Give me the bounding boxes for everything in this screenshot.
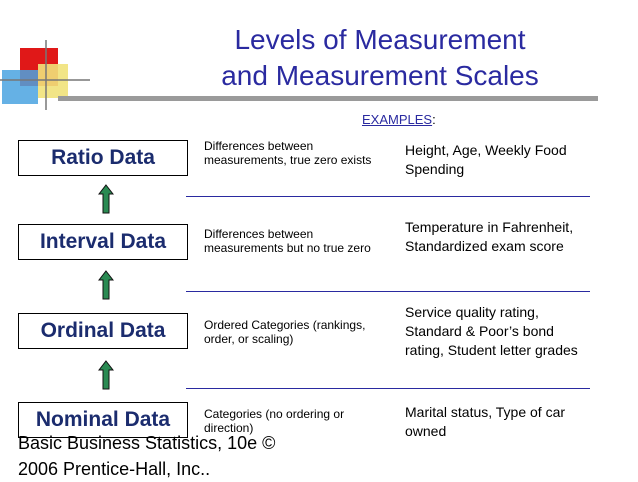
slide-title: Levels of Measurement and Measurement Sc… [120, 22, 638, 94]
row-separator [186, 388, 590, 389]
footer-line-2: 2006 Prentice-Hall, Inc.. [18, 459, 211, 479]
arrow-up-icon [98, 360, 114, 390]
footer-line-1: Basic Business Statistics, 10e © [18, 433, 276, 453]
level-box-ratio: Ratio Data [18, 140, 188, 176]
slide-footer: Basic Business Statistics, 10e © 2006 Pr… [18, 430, 275, 482]
level-box-interval: Interval Data [18, 224, 188, 260]
level-description: Differences between measurements, true z… [204, 139, 372, 167]
level-box-nominal: Nominal Data [18, 402, 188, 438]
row-separator [186, 291, 590, 292]
title-line-2: and Measurement Scales [221, 60, 539, 91]
row-separator [186, 196, 590, 197]
arrow-up-icon [98, 184, 114, 214]
level-label: Interval Data [39, 230, 167, 253]
arrow-up-icon [98, 270, 114, 300]
slide-logo-icon [0, 40, 90, 110]
level-label: Ordinal Data [40, 319, 166, 342]
level-description: Categories (no ordering or direction) [204, 407, 345, 435]
level-box-ordinal: Ordinal Data [18, 313, 188, 349]
level-example: Height, Age, Weekly Food Spending [405, 142, 567, 177]
level-example: Temperature in Fahrenheit, Standardized … [405, 219, 574, 254]
examples-header-text: EXAMPLES [362, 112, 433, 127]
level-example: Marital status, Type of car owned [405, 404, 566, 439]
level-description: Ordered Categories (rankings, order, or … [204, 318, 366, 346]
title-divider [58, 96, 598, 101]
level-example: Service quality rating, Standard & Poor’… [405, 304, 578, 358]
examples-header: EXAMPLES: [362, 112, 436, 127]
level-label: Ratio Data [51, 146, 155, 169]
title-line-1: Levels of Measurement [234, 24, 526, 55]
level-label: Nominal Data [35, 408, 171, 431]
examples-header-colon: : [432, 112, 436, 127]
level-description: Differences between measurements but no … [204, 227, 371, 255]
